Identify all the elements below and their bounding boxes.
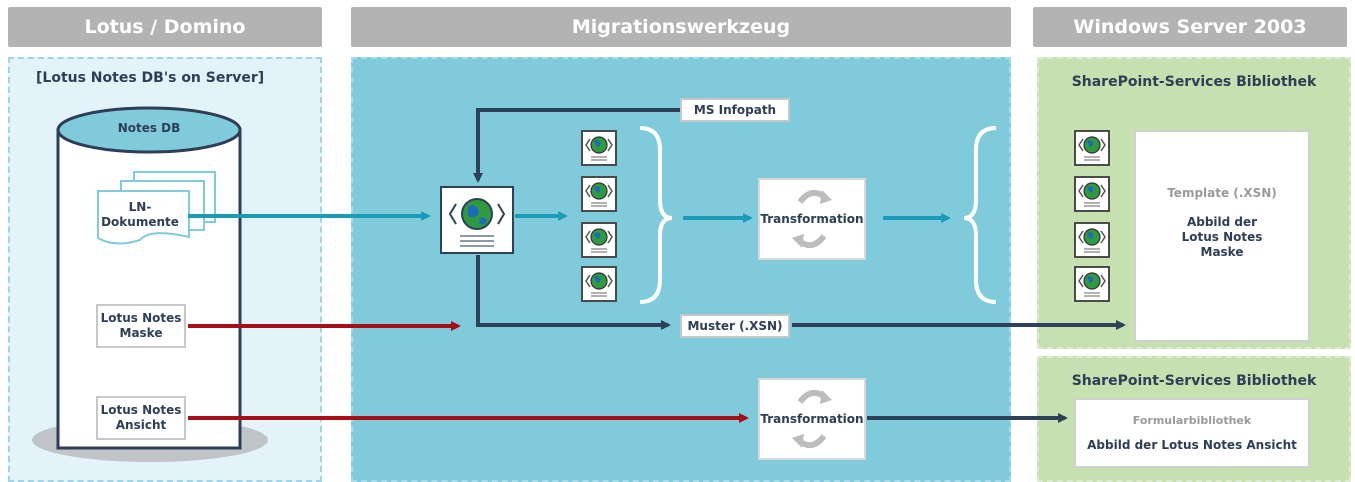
template-desc: Abbild der Lotus Notes Maske <box>1181 215 1263 259</box>
globe-icon <box>1078 182 1106 207</box>
brace-left <box>963 126 997 304</box>
header-label: Lotus / Domino <box>84 16 246 38</box>
globe-icon <box>585 228 613 253</box>
form-icon <box>1074 176 1110 212</box>
globe-icon <box>1078 228 1106 253</box>
form-icon <box>581 130 617 166</box>
notes-db-cylinder <box>32 106 268 462</box>
globe-icon <box>448 198 506 247</box>
muster-xsn-box: Muster (.XSN) <box>680 314 790 338</box>
formlib-box: Formularbibliothek Abbild der Lotus Note… <box>1074 398 1310 468</box>
globe-icon <box>585 182 613 207</box>
arrow-to-muster <box>476 255 671 330</box>
infopath-label: MS Infopath <box>693 102 777 117</box>
left-zone-title: [Lotus Notes DB's on Server] <box>36 70 265 86</box>
mask-label: Lotus Notes Maske <box>100 311 182 340</box>
lotus-notes-view-box: Lotus Notes Ansicht <box>96 396 186 440</box>
form-icon <box>581 266 617 302</box>
template-title: Template (.XSN) <box>1167 186 1277 200</box>
refresh-icon <box>792 389 832 449</box>
form-icon <box>1074 266 1110 302</box>
library-bottom-title: SharePoint-Services Bibliothek <box>1071 373 1317 389</box>
globe-icon <box>585 272 613 297</box>
brace-right <box>639 126 673 304</box>
header-lotus-domino: Lotus / Domino <box>8 7 322 47</box>
globe-icon <box>1078 272 1106 297</box>
ms-infopath-box: MS Infopath <box>680 98 790 122</box>
refresh-icon <box>792 189 832 249</box>
header-windows-server: Windows Server 2003 <box>1033 7 1347 47</box>
transformation-label: Transformation <box>760 411 864 426</box>
ln-documents-label: LN-Dokumente <box>101 200 179 229</box>
header-label: Migrationswerkzeug <box>571 16 791 38</box>
library-top-title: SharePoint-Services Bibliothek <box>1071 74 1317 90</box>
notes-db-label: Notes DB <box>117 121 181 135</box>
form-icon <box>581 222 617 258</box>
globe-icon <box>1078 136 1106 161</box>
ln-documents-stack <box>97 171 216 245</box>
infopath-icon <box>440 186 514 254</box>
transformation-label: Transformation <box>760 211 864 226</box>
transformation-box-top: Transformation <box>758 178 866 260</box>
header-label: Windows Server 2003 <box>1073 16 1307 38</box>
form-icon <box>1074 130 1110 166</box>
formlib-desc: Abbild der Lotus Notes Ansicht <box>1087 438 1297 452</box>
zone-migrationswerkzeug <box>351 57 1011 482</box>
arrow-infopath-down <box>473 108 680 183</box>
form-icon <box>581 176 617 212</box>
globe-icon <box>585 136 613 161</box>
formlib-title: Formularbibliothek <box>1132 414 1252 427</box>
view-label: Lotus Notes Ansicht <box>100 403 182 432</box>
lotus-notes-mask-box: Lotus Notes Maske <box>96 304 186 348</box>
header-migrationswerkzeug: Migrationswerkzeug <box>351 7 1011 47</box>
muster-label: Muster (.XSN) <box>687 318 783 333</box>
transformation-box-bottom: Transformation <box>758 378 866 460</box>
template-xsn-box: Template (.XSN) Abbild der Lotus Notes M… <box>1134 130 1310 342</box>
form-icon <box>1074 222 1110 258</box>
